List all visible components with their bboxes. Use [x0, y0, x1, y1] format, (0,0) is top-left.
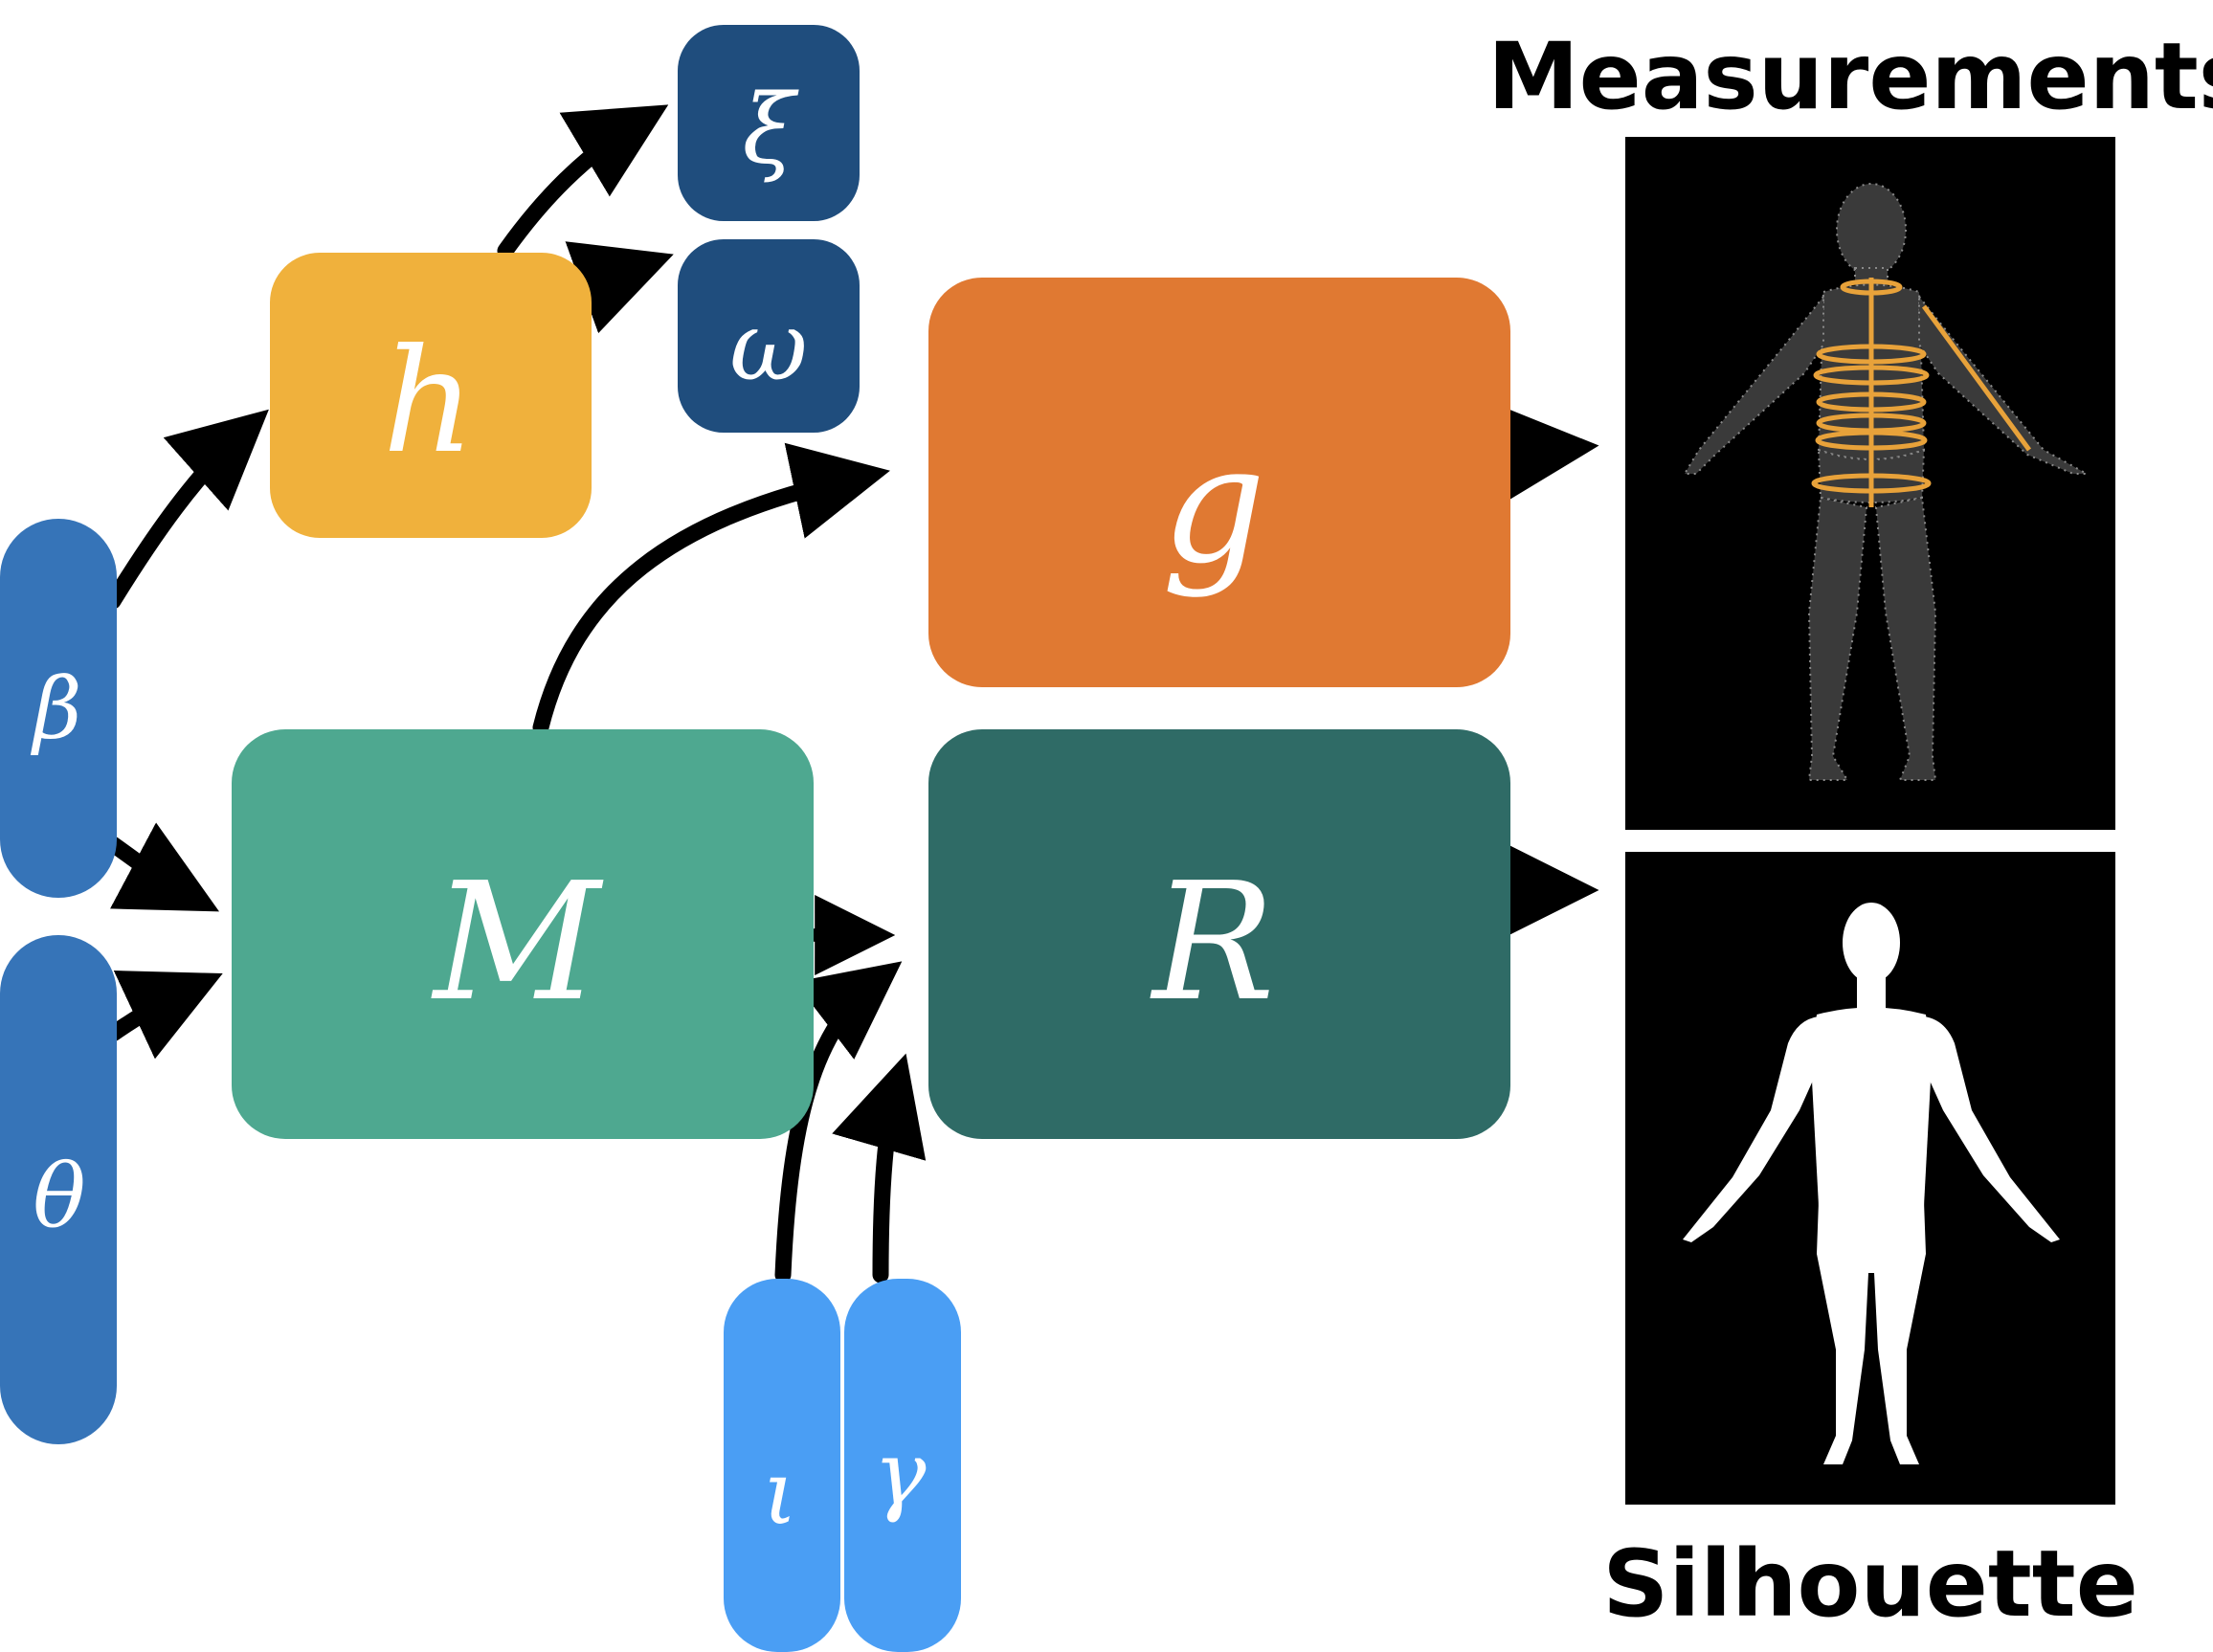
edge-beta-to-h — [104, 409, 269, 610]
node-g-shape — [928, 278, 1510, 687]
edge-theta-to-M — [104, 970, 223, 1060]
node-h: h — [270, 253, 592, 538]
measurements-panel — [1625, 137, 2115, 830]
node-xi: ξ — [678, 25, 860, 221]
edge-beta-to-M — [104, 822, 219, 912]
node-g: g — [928, 278, 1510, 687]
node-M-label: M — [431, 848, 604, 1038]
node-iota-shape — [724, 1279, 840, 1652]
node-xi-shape — [678, 25, 860, 221]
node-beta-label: β — [31, 659, 82, 758]
mesh-body-figure — [1683, 183, 2090, 781]
node-beta: β — [0, 519, 117, 898]
node-M: M — [232, 729, 814, 1139]
silhouette-title: Silhouette — [1602, 1530, 2138, 1638]
node-xi-label: ξ — [742, 74, 799, 186]
edge-M-to-g — [532, 442, 890, 736]
node-h-label: h — [383, 319, 476, 485]
node-iota-label: ι — [763, 1442, 797, 1545]
edge-h-to-xi — [497, 104, 669, 259]
node-theta: θ — [0, 935, 117, 1444]
edge-h-to-omega — [565, 241, 674, 334]
node-beta-shape — [0, 519, 117, 898]
node-theta-label: θ — [33, 1146, 85, 1248]
node-theta-shape — [0, 935, 117, 1444]
node-gamma-shape — [844, 1279, 961, 1652]
edge-g-to-measurements — [1497, 404, 1599, 502]
node-omega-label: ω — [729, 291, 808, 403]
node-omega: ω — [678, 239, 860, 433]
node-gamma-label: γ — [874, 1423, 928, 1526]
node-omega-shape — [678, 239, 860, 433]
node-h-shape — [270, 253, 592, 538]
node-R-label: R — [1150, 848, 1275, 1038]
node-iota: ι — [724, 1279, 840, 1652]
node-R: R — [928, 729, 1510, 1139]
node-R-shape — [928, 729, 1510, 1139]
edges — [104, 104, 1599, 1284]
node-gamma: γ — [844, 1279, 961, 1652]
measurements-title: Measurements — [1487, 23, 2213, 130]
node-M-shape — [232, 729, 814, 1139]
edge-gamma-to-R — [832, 1053, 927, 1284]
silhouette-panel — [1625, 852, 2115, 1505]
node-g-label: g — [1162, 411, 1266, 600]
measurement-lines — [1811, 278, 2032, 507]
silhouette-body-figure — [1683, 903, 2060, 1464]
